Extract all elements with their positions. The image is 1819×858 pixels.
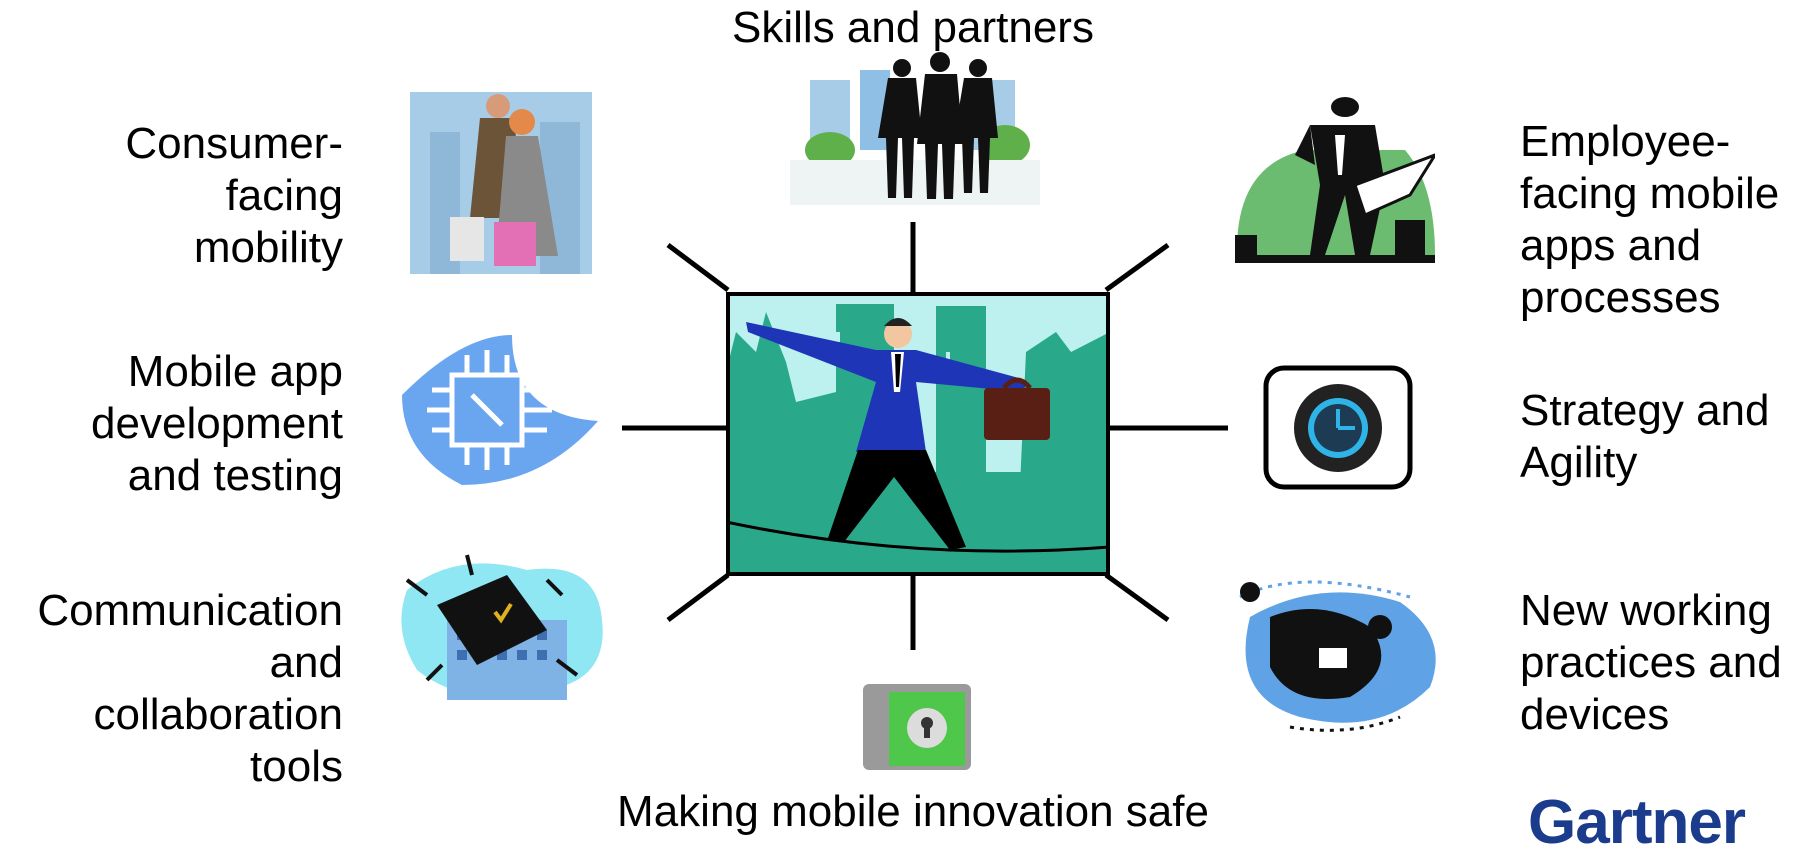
- label-line: Strategy and: [1520, 386, 1770, 435]
- label-line: facing: [225, 171, 343, 220]
- circuit-board-image: [402, 335, 598, 485]
- safe-lock-image: [857, 678, 977, 778]
- label-mobile-app-dev: Mobile app development and testing: [40, 346, 343, 502]
- label-line: processes: [1520, 273, 1721, 322]
- consumer-shoppers-image: [410, 92, 592, 274]
- label-line: Consumer-: [125, 119, 343, 168]
- label-line: facing mobile: [1520, 169, 1780, 218]
- label-line: Communication: [37, 586, 343, 635]
- label-strategy-agility: Strategy and Agility: [1520, 385, 1819, 489]
- label-line: Mobile app: [127, 347, 343, 396]
- manager-blueprint-image: [1235, 95, 1435, 265]
- mobile-worker-image: [1230, 577, 1450, 737]
- spoke-top-left: [666, 243, 730, 292]
- label-skills-partners: Skills and partners: [732, 3, 1094, 52]
- label-line: practices and: [1520, 638, 1782, 687]
- connector-spokes: [622, 222, 1228, 650]
- label-line: tools: [250, 742, 343, 791]
- label-line: mobility: [193, 223, 343, 272]
- center-tightrope-image: [722, 288, 1114, 580]
- label-consumer-facing: Consumer- facing mobility: [60, 118, 343, 274]
- label-line: New working: [1520, 586, 1772, 635]
- spoke-top-right: [1104, 242, 1170, 293]
- label-employee-facing: Employee- facing mobile apps and process…: [1520, 116, 1819, 324]
- label-making-safe: Making mobile innovation safe: [617, 787, 1209, 836]
- label-line: and testing: [127, 451, 343, 500]
- label-line: Employee-: [1520, 117, 1731, 166]
- label-line: collaboration: [93, 690, 344, 739]
- label-communication: Communication and collaboration tools: [0, 585, 343, 793]
- label-new-working: New working practices and devices: [1520, 585, 1819, 741]
- label-line: development: [91, 399, 343, 448]
- spoke-bottom-left: [666, 573, 730, 622]
- business-team-image: [790, 50, 1040, 205]
- label-line: devices: [1520, 690, 1670, 739]
- label-line: Agility: [1520, 438, 1638, 487]
- label-line: and: [269, 638, 343, 687]
- clock-icon: [1263, 365, 1413, 490]
- gartner-logo: Gartner: [1528, 788, 1746, 857]
- label-line: apps and: [1520, 221, 1702, 270]
- spoke-bottom-right: [1104, 572, 1170, 623]
- notebook-building-image: [397, 550, 609, 710]
